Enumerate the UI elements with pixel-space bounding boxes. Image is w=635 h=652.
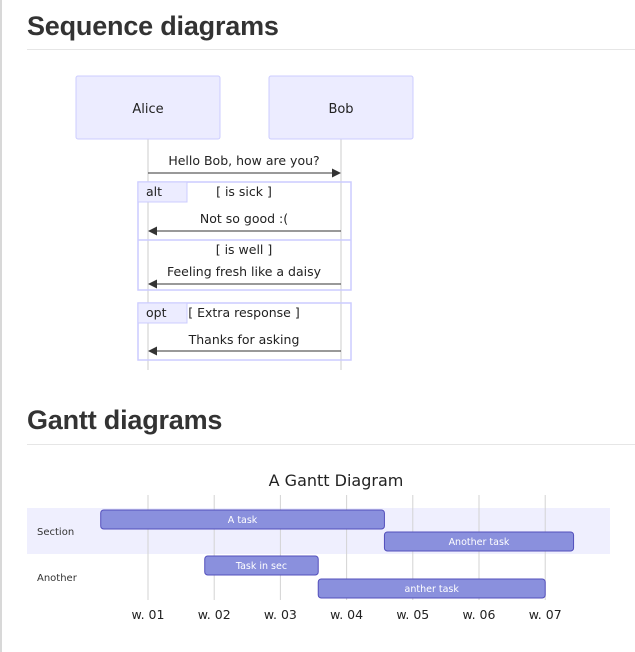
opt-block-label: opt xyxy=(146,305,167,320)
gantt-title: A Gantt Diagram xyxy=(269,471,404,490)
gantt-tick-label: w. 05 xyxy=(396,607,429,622)
sequence-diagram: Alice Bob Hello Bob, how are you? alt [ … xyxy=(75,75,414,370)
bob-actor-label: Bob xyxy=(328,102,353,117)
alice-actor-box xyxy=(75,75,221,140)
alt-block-label: alt xyxy=(146,184,162,199)
message-4-label: Thanks for asking xyxy=(188,332,300,347)
message-3-label: Feeling fresh like a daisy xyxy=(167,264,322,279)
gantt-tick-label: w. 07 xyxy=(529,607,562,622)
gantt-tick-label: w. 01 xyxy=(132,607,165,622)
message-2-label: Not so good :( xyxy=(200,211,288,226)
sequence-diagrams-heading: Sequence diagrams xyxy=(27,11,279,41)
alt-block-label-box xyxy=(137,181,188,203)
opt-block-label-box xyxy=(137,302,188,324)
message-1-label: Hello Bob, how are you? xyxy=(168,153,319,168)
gantt-task-label: Task in sec xyxy=(235,561,287,572)
alt-condition-1: [ is sick ] xyxy=(216,184,272,199)
alice-actor-label: Alice xyxy=(132,102,163,117)
gantt-task-bar xyxy=(204,555,319,576)
gantt-tick-label: w. 02 xyxy=(198,607,231,622)
alt-condition-2: [ is well ] xyxy=(216,242,273,257)
gantt-section-label: Section xyxy=(37,527,74,538)
alt-block-frame xyxy=(137,181,352,291)
gantt-task-bar xyxy=(100,509,385,530)
gantt-tick-label: w. 03 xyxy=(264,607,297,622)
gantt-task-bar xyxy=(383,531,575,552)
opt-condition: [ Extra response ] xyxy=(188,305,299,320)
page-left-border xyxy=(0,0,2,652)
gantt-tick-label: w. 06 xyxy=(463,607,496,622)
sequence-heading-rule xyxy=(27,49,635,50)
gantt-section-label: Another xyxy=(37,573,78,584)
bob-actor-box xyxy=(268,75,414,140)
opt-block-frame xyxy=(137,302,352,361)
gantt-task-label: A task xyxy=(228,515,258,526)
gantt-task-label: anther task xyxy=(405,584,460,595)
gantt-heading-rule xyxy=(27,444,635,445)
gantt-task-bar xyxy=(317,578,546,599)
gantt-task-label: Another task xyxy=(449,537,510,548)
gantt-diagrams-heading: Gantt diagrams xyxy=(27,405,223,435)
gantt-tick-label: w. 04 xyxy=(330,607,363,622)
